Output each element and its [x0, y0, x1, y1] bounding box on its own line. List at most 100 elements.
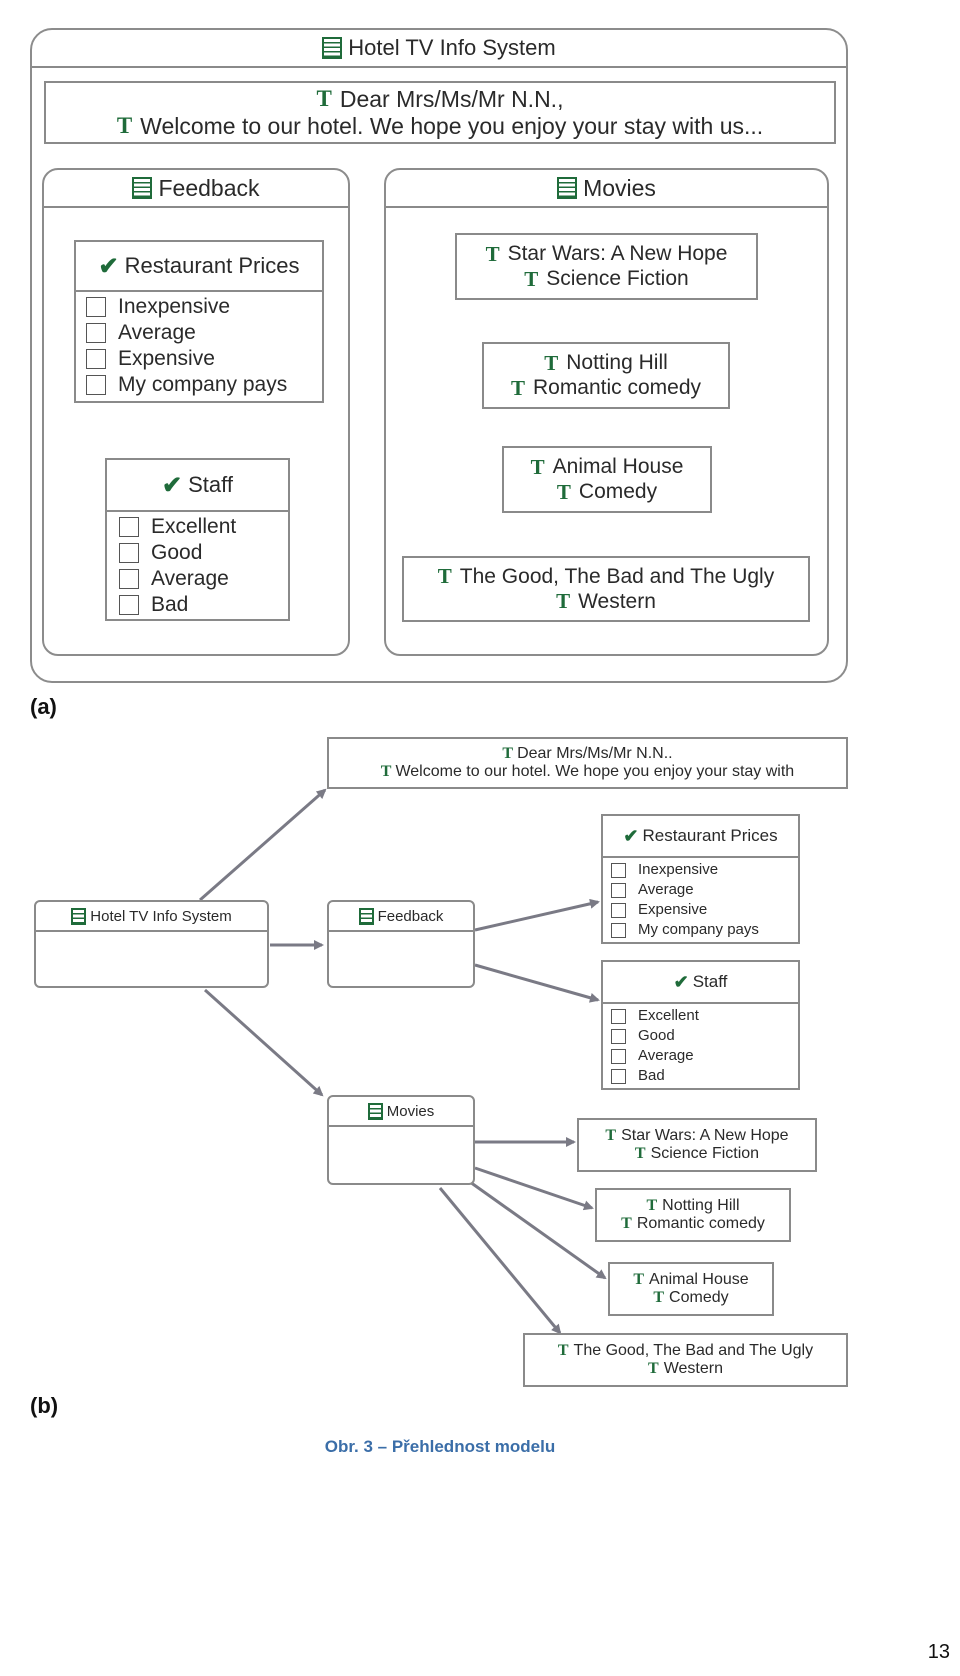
checkbox[interactable] — [86, 323, 106, 343]
checkbox[interactable] — [611, 1068, 626, 1084]
movie-name: Animal House — [649, 1271, 749, 1288]
checkbox[interactable] — [611, 862, 626, 878]
checkmark-icon: ✔ — [98, 252, 119, 280]
system-node-b: Hotel TV Info System — [34, 900, 269, 988]
restaurant-title-a: Restaurant Prices — [124, 253, 300, 278]
system-header-a: Hotel TV Info System — [32, 30, 846, 68]
text-icon: T — [544, 350, 559, 375]
arrow-system-to-movies — [203, 988, 324, 1097]
restaurant-prices-card-b: ✔ Restaurant Prices Inexpensive Average … — [601, 814, 800, 944]
movie-genre: Western — [578, 589, 656, 613]
arrow-feedback-to-restaurant — [474, 898, 600, 932]
checkbox[interactable] — [611, 1028, 626, 1044]
text-icon: T — [556, 589, 571, 613]
option-label: Average — [151, 567, 229, 590]
movie-name: Notting Hill — [662, 1197, 740, 1214]
document-icon — [322, 37, 343, 59]
system-title-b: Hotel TV Info System — [90, 907, 232, 925]
movie-genre: Western — [663, 1360, 723, 1377]
option-label: Good — [151, 541, 203, 564]
checkbox[interactable] — [611, 882, 626, 898]
page-number: 13 — [927, 1641, 950, 1663]
checkmark-icon: ✔ — [673, 971, 689, 992]
checkbox[interactable] — [119, 569, 139, 589]
restaurant-prices-card-a: ✔ Restaurant Prices Inexpensive Average … — [74, 240, 324, 403]
welcome-line2-a: Welcome to our hotel. We hope you enjoy … — [140, 112, 764, 139]
text-icon: T — [621, 1215, 632, 1232]
feedback-title-a: Feedback — [158, 174, 260, 201]
arrow-movies-to-animalhouse — [469, 1180, 607, 1280]
checkbox[interactable] — [611, 1048, 626, 1064]
restaurant-title-b: Restaurant Prices — [642, 826, 778, 845]
diagram-b-label: (b) — [30, 1393, 59, 1418]
staff-title-a: Staff — [188, 472, 233, 497]
movies-title-b: Movies — [386, 1102, 435, 1120]
checkbox[interactable] — [86, 375, 106, 395]
welcome-line1-a: Dear Mrs/Ms/Mr N.N., — [339, 85, 564, 112]
movie-genre: Comedy — [669, 1289, 729, 1306]
text-icon: T — [653, 1289, 665, 1306]
movies-header-a: Movies — [386, 170, 827, 208]
text-icon: T — [648, 1360, 659, 1377]
text-icon: T — [530, 454, 545, 479]
option-label: Inexpensive — [118, 295, 231, 318]
option-label: Excellent — [638, 1007, 699, 1024]
checkbox[interactable] — [86, 349, 106, 369]
welcome-line2-b: Welcome to our hotel. We hope you enjoy … — [395, 763, 795, 780]
text-icon: T — [380, 763, 392, 780]
option-label: My company pays — [118, 373, 288, 396]
text-icon: T — [485, 241, 500, 266]
text-icon: T — [556, 479, 571, 504]
checkbox[interactable] — [611, 922, 626, 938]
checkbox[interactable] — [611, 902, 626, 918]
option-label: Average — [638, 1047, 694, 1064]
checkmark-icon: ✔ — [162, 471, 183, 499]
movie-name: Notting Hill — [566, 351, 668, 374]
checkbox[interactable] — [119, 543, 139, 563]
document-icon — [557, 177, 578, 199]
arrow-movies-to-goodbadugly — [438, 1187, 562, 1335]
checkbox[interactable] — [86, 297, 106, 317]
text-icon: T — [510, 375, 525, 400]
text-icon: T — [524, 266, 539, 291]
text-icon: T — [557, 1342, 569, 1359]
figure-caption: Obr. 3 – Přehlednost modelu — [324, 1437, 556, 1456]
option-label: Average — [638, 881, 694, 898]
movie-name: Animal House — [552, 455, 684, 478]
feedback-title-b: Feedback — [377, 907, 444, 925]
feedback-node-b: Feedback — [327, 900, 475, 988]
option-label: Bad — [638, 1067, 665, 1084]
movie-name: The Good, The Bad and The Ugly — [573, 1342, 814, 1359]
arrow-system-to-welcome — [199, 788, 327, 902]
option-label: Inexpensive — [638, 861, 719, 878]
option-label: Average — [118, 321, 196, 344]
feedback-header-a: Feedback — [44, 170, 348, 208]
movie-genre: Comedy — [578, 480, 658, 503]
text-icon: T — [116, 113, 133, 138]
document-icon — [358, 907, 374, 925]
document-icon — [71, 907, 87, 925]
movie-genre: Romantic comedy — [636, 1215, 765, 1232]
option-label: Excellent — [151, 515, 237, 538]
checkbox[interactable] — [611, 1008, 626, 1024]
movie-name: Star Wars: A New Hope — [507, 242, 728, 265]
text-icon: T — [605, 1127, 617, 1144]
diagram-a-label: (a) — [30, 694, 57, 719]
checkbox[interactable] — [119, 517, 139, 537]
document-icon — [132, 177, 153, 199]
option-label: Good — [638, 1027, 675, 1044]
movie-name: Star Wars: A New Hope — [621, 1127, 789, 1144]
checkbox[interactable] — [119, 595, 139, 615]
staff-card-a: ✔ Staff Excellent Good Average Bad — [105, 458, 290, 621]
text-icon: T — [634, 1145, 646, 1162]
